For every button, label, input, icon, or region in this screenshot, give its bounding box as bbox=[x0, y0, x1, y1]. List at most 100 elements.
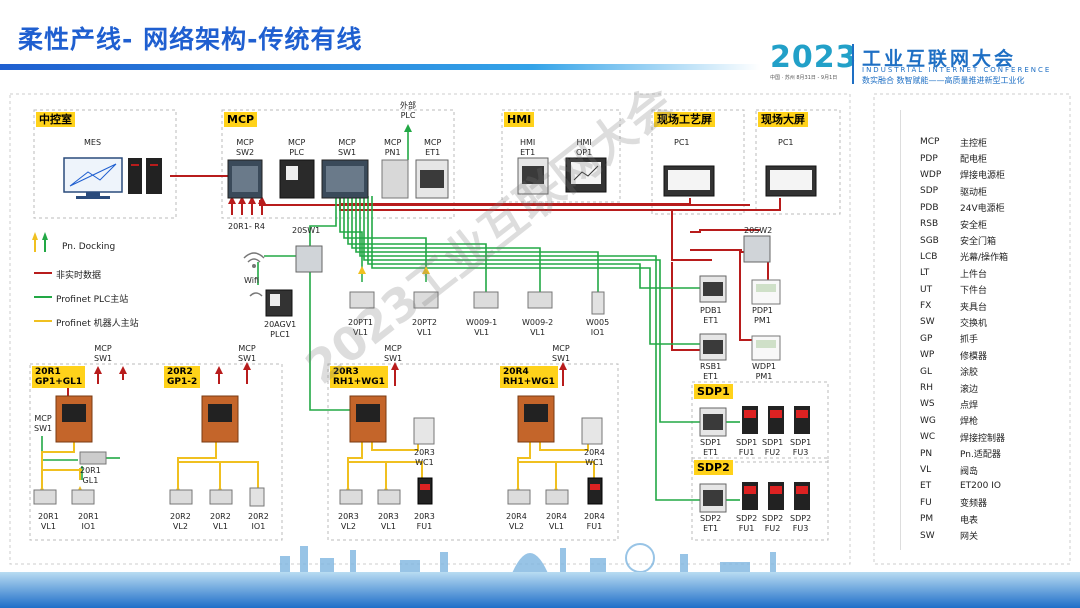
abbreviation-code: SDP bbox=[920, 186, 939, 197]
logo-subtitle: 中国 · 苏州 8月31日 - 9月1日 bbox=[770, 75, 838, 81]
abbreviation-desc: 滚边 bbox=[960, 384, 979, 395]
device-20sw1: 20SW1 bbox=[292, 226, 321, 235]
header-bar bbox=[0, 64, 760, 70]
abbreviation-desc: 焊接控制器 bbox=[960, 433, 1006, 444]
abbreviation-desc: 交换机 bbox=[960, 318, 988, 329]
abbreviation-desc: Pn.适配器 bbox=[960, 450, 1001, 461]
abbreviation-desc: 阀岛 bbox=[960, 466, 979, 477]
abbreviation-code: GL bbox=[920, 366, 932, 377]
device-r3-vl2: 20R3 VL2 bbox=[338, 512, 359, 531]
device-mcp-et1: MCP ET1 bbox=[424, 138, 442, 157]
abbreviation-code: FU bbox=[920, 497, 932, 508]
device-20pt1: 20PT1 VL1 bbox=[348, 318, 373, 337]
device-r3-fu1: 20R3 FU1 bbox=[414, 512, 435, 531]
logo-year: 2023 bbox=[770, 40, 858, 75]
abbreviation-code: FX bbox=[920, 301, 932, 312]
abbreviation-desc: 配电柜 bbox=[960, 155, 988, 166]
abbreviation-row: FX 夹具台 bbox=[920, 298, 1060, 314]
abbreviation-code: PDB bbox=[920, 202, 939, 213]
device-r4-vl2: 20R4 VL2 bbox=[506, 512, 527, 531]
abbreviation-code: PM bbox=[920, 514, 934, 525]
device-r1-r4: 20R1- R4 bbox=[228, 222, 265, 231]
device-r1-gl1: 20R1 GL1 bbox=[80, 466, 101, 485]
device-pc1-process: PC1 bbox=[674, 138, 690, 147]
abbreviation-row: FU 变频器 bbox=[920, 495, 1060, 511]
abbreviation-desc: 安全门箱 bbox=[960, 237, 997, 248]
device-sdp2-fu2: SDP2 FU2 bbox=[762, 514, 784, 533]
device-mcp-pn1: MCP PN1 bbox=[384, 138, 402, 157]
section-line3: 20R3 RH1+WG1 bbox=[330, 366, 388, 388]
abbreviation-desc: 涂胶 bbox=[960, 368, 979, 379]
device-wifi: Wifi bbox=[244, 276, 259, 285]
device-wdp1: WDP1 PM1 bbox=[752, 362, 776, 381]
device-w009-1: W009-1 VL1 bbox=[466, 318, 498, 337]
device-l1-left-sw1: MCP SW1 bbox=[34, 414, 53, 433]
abbreviation-desc: 夹具台 bbox=[960, 302, 988, 313]
abbreviation-row: SGB 安全门箱 bbox=[920, 232, 1060, 248]
abbreviation-code: LT bbox=[920, 268, 930, 279]
device-outside-plc: 外部 PLC bbox=[400, 101, 416, 120]
device-sdp1-fu3: SDP1 FU3 bbox=[790, 438, 812, 457]
device-r4-fu1: 20R4 FU1 bbox=[584, 512, 605, 531]
page-title: 柔性产线- 网络架构-传统有线 bbox=[18, 25, 363, 54]
abbreviation-desc: 变频器 bbox=[960, 499, 988, 510]
abbreviation-code: WS bbox=[920, 399, 935, 410]
abbreviation-desc: 下件台 bbox=[960, 286, 988, 297]
device-r2-vl2: 20R2 VL2 bbox=[170, 512, 191, 531]
device-r2-vl1: 20R2 VL1 bbox=[210, 512, 231, 531]
abbreviation-code: RH bbox=[920, 383, 934, 394]
section-sdp1: SDP1 bbox=[694, 384, 733, 399]
device-sdp1-fu1: SDP1 FU1 bbox=[736, 438, 758, 457]
footer-band bbox=[0, 572, 1080, 608]
section-mcp: MCP bbox=[224, 112, 258, 127]
device-pdb1: PDB1 ET1 bbox=[700, 306, 722, 325]
device-l2-mcp-sw1: MCP SW1 bbox=[238, 344, 257, 363]
device-w005: W005 IO1 bbox=[586, 318, 610, 337]
abbreviation-code: SGB bbox=[920, 235, 939, 246]
legend-docking: Pn. Docking bbox=[62, 242, 116, 252]
device-r3-vl1: 20R3 VL1 bbox=[378, 512, 399, 531]
section-line1: 20R1 GP1+GL1 bbox=[32, 366, 86, 388]
device-sdp2-fu1: SDP2 FU1 bbox=[736, 514, 758, 533]
abbreviation-desc: ET200 IO bbox=[960, 481, 1001, 492]
abbreviation-row: SW 网关 bbox=[920, 527, 1060, 543]
device-mcp-sw1: MCP SW1 bbox=[338, 138, 357, 157]
abbreviation-row: RH 滚边 bbox=[920, 380, 1060, 396]
device-sdp1-et1: SDP1 ET1 bbox=[700, 438, 722, 457]
abbreviation-code: LCB bbox=[920, 251, 938, 262]
device-pc1-big: PC1 bbox=[778, 138, 794, 147]
abbreviation-desc: 修模器 bbox=[960, 351, 988, 362]
device-r1-io1: 20R1 IO1 bbox=[78, 512, 99, 531]
abbreviation-code: RSB bbox=[920, 219, 939, 230]
abbreviation-desc: 24V电源柜 bbox=[960, 204, 1005, 215]
abbreviation-code: ET bbox=[920, 481, 932, 492]
logo-title: 工业互联网大会 bbox=[862, 48, 1017, 70]
device-mcp-plc: MCP PLC bbox=[288, 138, 306, 157]
device-rsb1: RSB1 ET1 bbox=[700, 362, 722, 381]
logo-slogan: 数实融合 数智赋能——高质量推进新型工业化 bbox=[862, 76, 1025, 85]
abbreviation-desc: 上件台 bbox=[960, 269, 988, 280]
section-line4: 20R4 RH1+WG1 bbox=[500, 366, 558, 388]
abbreviation-desc: 电表 bbox=[960, 515, 979, 526]
device-r4-wc1: 20R4 WC1 bbox=[584, 448, 605, 467]
abbreviation-code: SW bbox=[920, 530, 935, 541]
device-agv: 20AGV1 PLC1 bbox=[264, 320, 297, 339]
abbreviation-code: WDP bbox=[920, 169, 942, 180]
abbreviation-desc: 驱动柜 bbox=[960, 187, 988, 198]
abbreviation-desc: 网关 bbox=[960, 532, 979, 543]
abbreviation-row: LT 上件台 bbox=[920, 265, 1060, 281]
abbreviation-code: MCP bbox=[920, 137, 940, 148]
